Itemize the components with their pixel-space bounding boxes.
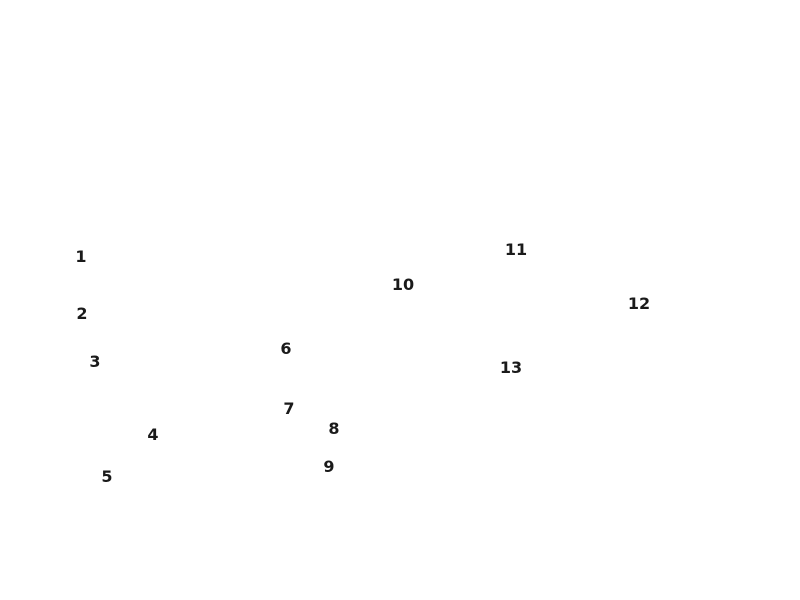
number-label-9: 9 <box>323 457 335 476</box>
number-label-6: 6 <box>280 339 292 358</box>
number-label-13: 13 <box>499 358 523 377</box>
number-label-5: 5 <box>101 467 113 486</box>
number-label-11: 11 <box>504 240 528 259</box>
number-label-1: 1 <box>75 247 87 266</box>
number-label-12: 12 <box>627 294 651 313</box>
number-label-4: 4 <box>147 425 159 444</box>
number-label-10: 10 <box>391 275 415 294</box>
number-label-8: 8 <box>328 419 340 438</box>
number-label-3: 3 <box>89 352 101 371</box>
number-label-7: 7 <box>283 399 295 418</box>
number-label-2: 2 <box>76 304 88 323</box>
